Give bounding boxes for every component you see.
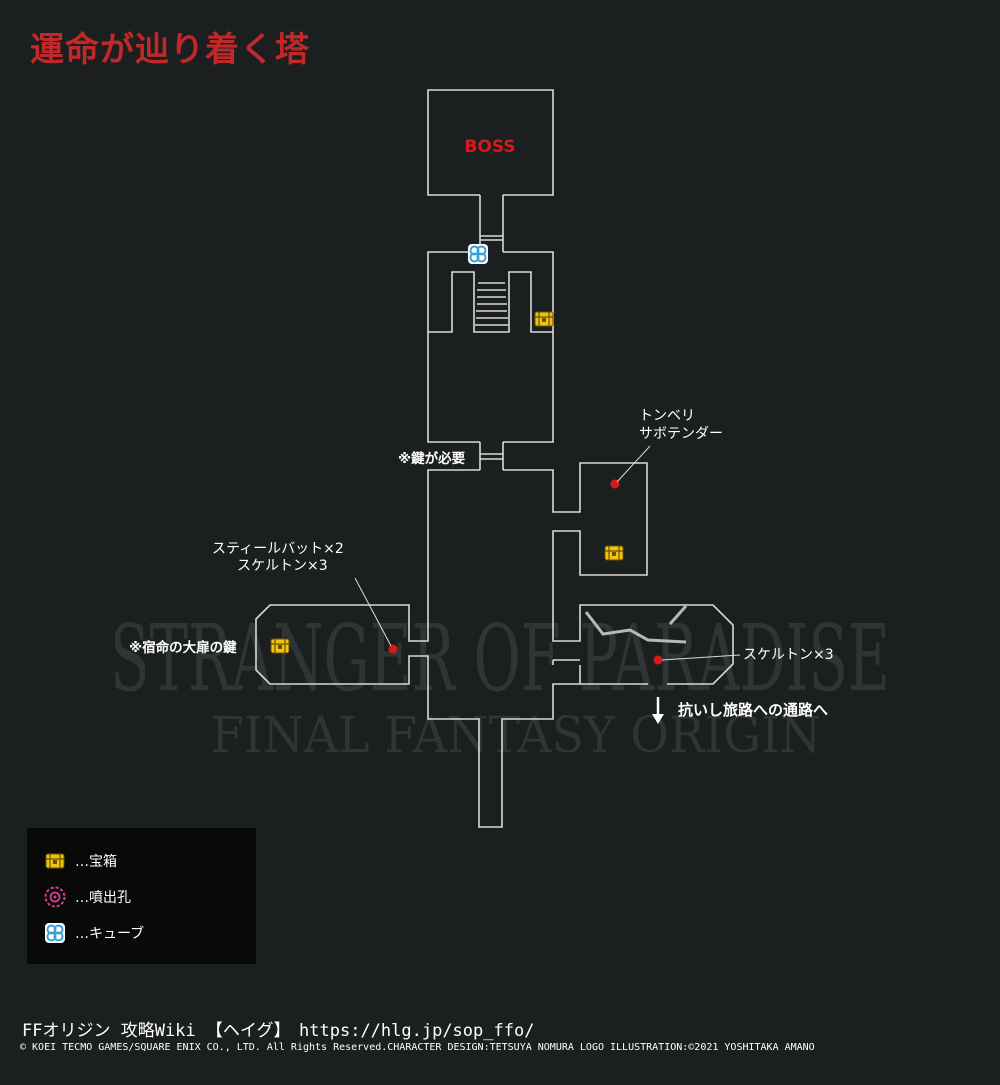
label-destiny-key: ※宿命の大扉の鍵 xyxy=(129,639,237,656)
label-exit-path: 抗いし旅路への通路へ xyxy=(678,701,828,719)
upper-hall-wall xyxy=(427,251,480,443)
chest-icon xyxy=(45,853,65,869)
legend-chest-label: …宝箱 xyxy=(75,854,117,870)
boss-label: BOSS xyxy=(464,137,515,157)
footer-site: FFオリジン 攻略Wiki 【ヘイグ】 https://hlg.jp/sop_f… xyxy=(22,1021,535,1041)
label-tonberry-1: トンベリ xyxy=(639,408,695,424)
label-skeleton: スケルトン×3 xyxy=(743,647,834,663)
watermark-line2: FINAL FANTASY ORIGIN xyxy=(211,706,821,764)
enemy-marker-tonberry xyxy=(610,445,651,489)
main-corridor-wall xyxy=(255,469,581,828)
legend-cube-label: …キューブ xyxy=(75,926,145,942)
map-legend: …宝箱 …噴出孔 …キューブ xyxy=(27,828,256,964)
legend-row-cube: …キューブ xyxy=(43,920,144,946)
label-stealbat-2: スケルトン×3 xyxy=(237,558,328,574)
exit-arrow-icon xyxy=(652,697,664,724)
footer-copyright: © KOEI TECMO GAMES/SQUARE ENIX CO., LTD.… xyxy=(20,1042,815,1053)
watermark-logo: STRANGER OF PARADISE FINAL FANTASY ORIGI… xyxy=(110,605,890,764)
enemy-marker-skeleton xyxy=(653,654,741,665)
label-key-needed: ※鍵が必要 xyxy=(398,450,466,467)
label-tonberry-2: サボテンダー xyxy=(639,426,723,442)
legend-row-chest: …宝箱 xyxy=(43,848,117,874)
rubble xyxy=(584,605,688,644)
chest-icon xyxy=(270,638,290,654)
boss-room-wall xyxy=(427,89,554,196)
label-stealbat-1: スティールバット×2 xyxy=(212,541,344,557)
chest-icon xyxy=(534,311,554,327)
enemy-marker-stealbat xyxy=(354,577,398,654)
chest-icon xyxy=(604,545,624,561)
map-walls xyxy=(255,89,734,828)
cube-icon xyxy=(44,922,66,944)
map-title: 運命が辿り着く塔 xyxy=(30,30,310,70)
legend-row-vent: …噴出孔 xyxy=(43,884,131,910)
watermark-line1: STRANGER OF PARADISE xyxy=(110,605,890,712)
cube-icon xyxy=(467,243,489,265)
legend-vent-label: …噴出孔 xyxy=(75,890,131,906)
vent-icon xyxy=(44,886,66,908)
